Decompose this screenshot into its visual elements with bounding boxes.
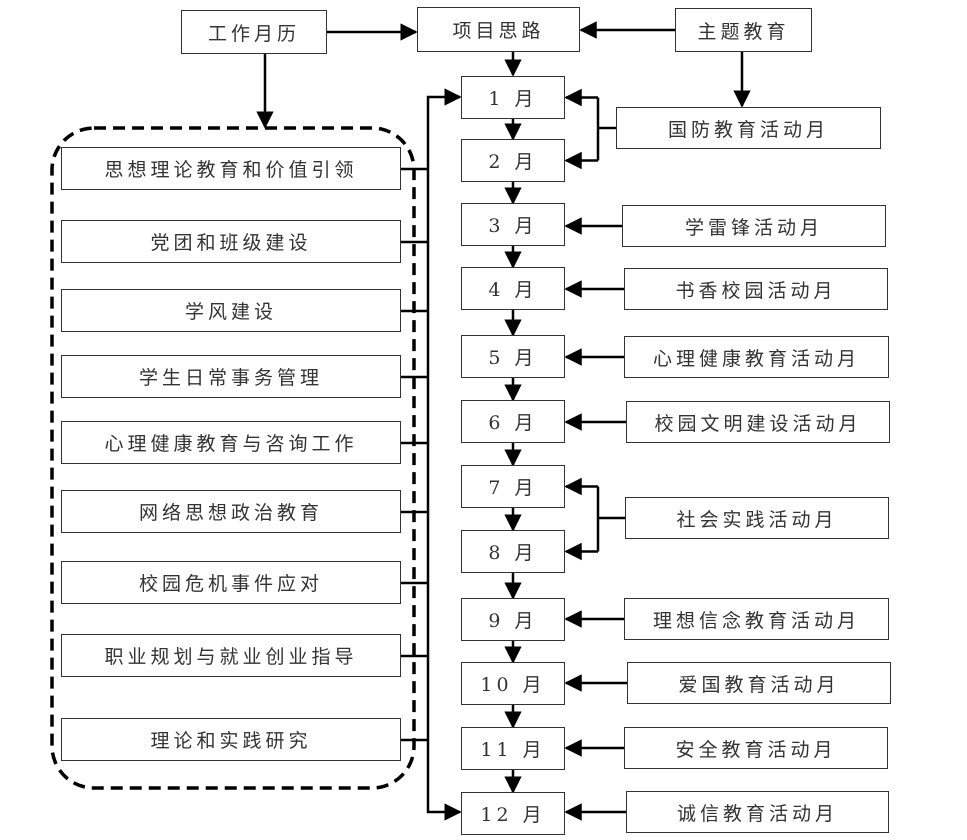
work-item-label: 学生日常事务管理 [138, 367, 323, 389]
month-label: 7 月 [488, 477, 538, 499]
month-label: 10 月 [480, 674, 546, 696]
activity-box: 学雷锋活动月 [622, 205, 886, 247]
work-item-label: 思想理论教育和价值引领 [104, 159, 358, 181]
month-box: 1 月 [461, 76, 565, 119]
work-item-label: 网络思想政治教育 [138, 502, 323, 524]
work-item-box: 校园危机事件应对 [61, 561, 401, 604]
work-item-box: 网络思想政治教育 [61, 490, 401, 533]
work-calendar-label: 工作月历 [207, 22, 300, 45]
activity-label: 校园文明建设活动月 [654, 412, 862, 435]
work-item-label: 党团和班级建设 [150, 232, 312, 254]
work-item-box: 党团和班级建设 [61, 220, 401, 263]
month-box: 3 月 [461, 203, 565, 246]
activity-label: 爱国教育活动月 [678, 673, 840, 696]
month-label: 9 月 [488, 610, 538, 632]
month-label: 8 月 [488, 542, 538, 564]
activity-box: 安全教育活动月 [624, 727, 888, 769]
activity-label: 书香校园活动月 [675, 279, 837, 302]
month-label: 1 月 [488, 88, 538, 110]
work-item-label: 学风建设 [184, 301, 277, 323]
work-item-box: 职业规划与就业创业指导 [61, 634, 401, 677]
activity-box: 社会实践活动月 [625, 497, 889, 539]
month-box: 9 月 [461, 598, 565, 641]
activity-box: 校园文明建设活动月 [626, 401, 890, 443]
month-label: 6 月 [488, 412, 538, 434]
bus-to-january-arrow [426, 88, 462, 160]
work-item-box: 学风建设 [61, 289, 401, 332]
month-label: 5 月 [488, 347, 538, 369]
work-item-label: 心理健康教育与咨询工作 [104, 433, 358, 455]
bus-to-december-arrow [426, 160, 462, 821]
month-box: 2 月 [461, 139, 565, 182]
month-label: 11 月 [480, 739, 546, 761]
work-items-group-outline [50, 126, 416, 790]
activity-box: 书香校园活动月 [624, 268, 888, 310]
work-item-label: 校园危机事件应对 [138, 573, 323, 595]
work-item-box: 思想理论教育和价值引领 [61, 147, 401, 190]
activity-box: 爱国教育活动月 [627, 662, 891, 704]
activity-label: 安全教育活动月 [675, 738, 837, 761]
month-box: 8 月 [461, 530, 565, 573]
month-label: 3 月 [488, 215, 538, 237]
work-calendar-box: 工作月历 [181, 10, 327, 54]
theme-education-label: 主题教育 [697, 20, 790, 43]
project-idea-label: 项目思路 [452, 20, 545, 42]
work-item-box: 理论和实践研究 [61, 718, 401, 761]
activity-label: 心理健康教育活动月 [652, 347, 860, 370]
month-box: 6 月 [461, 400, 565, 443]
activity-label: 学雷锋活动月 [684, 216, 823, 239]
activity-box: 诚信教育活动月 [626, 791, 889, 833]
work-item-label: 职业规划与就业创业指导 [104, 646, 358, 668]
month-box: 7 月 [461, 465, 565, 508]
month-label: 4 月 [488, 279, 538, 301]
activity-label: 理想信念教育活动月 [652, 609, 860, 632]
activity-box: 心理健康教育活动月 [624, 336, 889, 378]
activity-label: 诚信教育活动月 [676, 802, 838, 825]
month-box: 4 月 [461, 267, 565, 310]
activity-box: 理想信念教育活动月 [624, 598, 889, 640]
month-box: 10 月 [461, 662, 565, 705]
work-item-label: 理论和实践研究 [150, 730, 312, 752]
month-label: 12 月 [480, 804, 546, 826]
work-item-box: 心理健康教育与咨询工作 [61, 421, 401, 464]
activity-label: 社会实践活动月 [676, 508, 838, 531]
activity-box: 国防教育活动月 [616, 107, 881, 149]
project-idea-box: 项目思路 [417, 7, 580, 52]
month-box: 12 月 [461, 792, 565, 835]
month-box: 5 月 [461, 335, 565, 378]
theme-education-box: 主题教育 [675, 8, 812, 52]
activity-label: 国防教育活动月 [667, 118, 829, 141]
month-label: 2 月 [488, 151, 538, 173]
work-item-box: 学生日常事务管理 [61, 355, 401, 398]
month-box: 11 月 [461, 727, 565, 770]
